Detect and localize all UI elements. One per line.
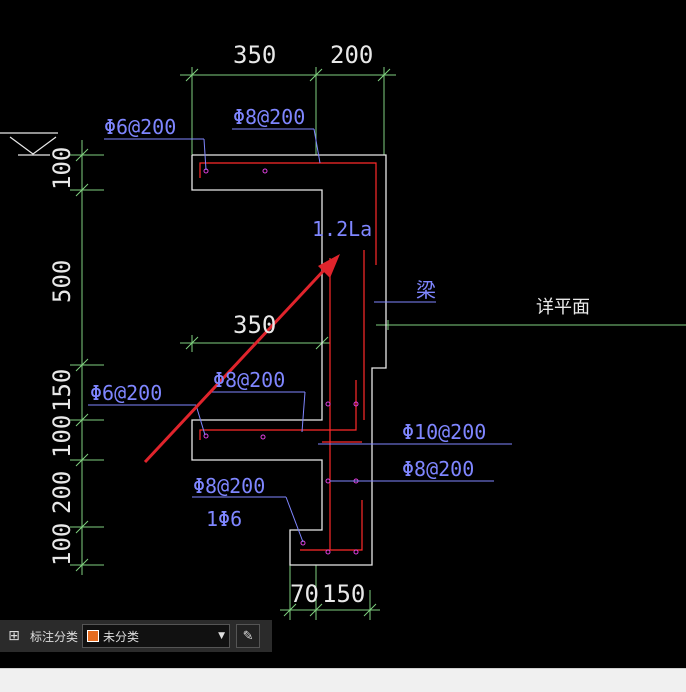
- dim-bottom-150: 150: [322, 580, 365, 608]
- label-detail: 详平面: [536, 297, 590, 318]
- label-rebar-top-left: Φ6@200: [104, 115, 176, 139]
- label-rebar-mid-left: Φ6@200: [90, 381, 162, 405]
- dim-left-100-b: 100: [48, 415, 76, 458]
- dim-mid: 350: [233, 311, 276, 339]
- label-rebar-mid-right: Φ8@200: [213, 368, 285, 392]
- status-bar: [0, 668, 686, 692]
- dim-left-200: 200: [48, 471, 76, 514]
- category-select[interactable]: 未分类 ▼: [82, 624, 231, 648]
- leader-lines: [88, 128, 512, 543]
- label-anchor: 1.2La: [312, 217, 372, 241]
- label-rebar-right-8: Φ8@200: [402, 457, 474, 481]
- dimension-lines: [70, 67, 686, 620]
- dim-top-right: 200: [330, 41, 373, 69]
- chevron-down-icon: ▼: [218, 631, 226, 641]
- label-rebar-bottom: Φ8@200: [193, 474, 265, 498]
- dim-top-left: 350: [233, 41, 276, 69]
- label-rebar-right-10: Φ10@200: [402, 420, 486, 444]
- rebar: [199, 162, 377, 551]
- edit-icon[interactable]: ✎: [236, 624, 261, 648]
- cad-canvas[interactable]: 350 200 350 70 150 100 500 150 100 200 1…: [0, 0, 686, 668]
- dim-left-100-c: 100: [48, 523, 76, 566]
- annotation-arrow: [143, 254, 340, 464]
- label-rebar-top-right: Φ8@200: [233, 105, 305, 129]
- dim-left-100-a: 100: [48, 147, 76, 190]
- dim-bottom-70: 70: [290, 580, 319, 608]
- category-selected-value: 未分类: [103, 629, 140, 644]
- label-rebar-bottom-bar: 1Φ6: [206, 507, 242, 531]
- level-symbol: [0, 132, 58, 156]
- annotation-toolbar: ⊞ 标注分类 未分类 ▼ ✎: [0, 620, 272, 652]
- category-label: 标注分类: [30, 629, 79, 644]
- dim-left-150: 150: [48, 369, 76, 412]
- grid-icon[interactable]: ⊞: [8, 628, 20, 644]
- label-beam: 梁: [416, 278, 436, 302]
- category-color-swatch: [87, 630, 100, 642]
- dim-left-500: 500: [48, 260, 76, 303]
